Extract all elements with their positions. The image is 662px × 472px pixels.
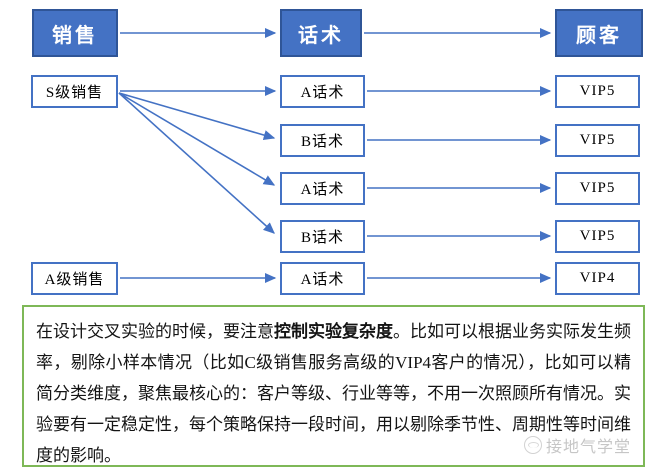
node-vip4: VIP4 [555,262,640,295]
node-vip5-3: VIP5 [555,172,640,205]
watermark: 接地气学堂 [523,433,631,457]
note-seg-1: 在设计交叉实验的时候，要注意 [36,322,274,341]
node-script-b-2: B话术 [280,124,365,157]
header-script: 话术 [280,9,362,57]
node-vip5-4: VIP5 [555,220,640,253]
node-a-level-sales: A级销售 [31,262,118,295]
node-script-a-5: A话术 [280,262,365,295]
node-vip5-1: VIP5 [555,75,640,108]
note-text: 在设计交叉实验的时候，要注意控制实验复杂度。比如可以根据业务实际发生频率，剔除小… [36,316,631,471]
note-panel: 在设计交叉实验的时候，要注意控制实验复杂度。比如可以根据业务实际发生频率，剔除小… [22,305,645,467]
node-vip5-2: VIP5 [555,124,640,157]
node-s-level-sales: S级销售 [31,75,118,108]
connector-ssales-b4 [118,92,275,234]
connector-ssales-b2 [118,92,276,141]
header-customer: 顾客 [555,9,643,57]
watermark-logo-icon [523,436,542,454]
header-sales: 销售 [32,9,118,57]
watermark-label: 接地气学堂 [545,439,631,456]
connector-arrows [118,27,552,284]
note-seg-3: 。比如可以根据业务实际发生频率，剔除小样本情况（比如C级销售服务高级的VIP4客… [36,322,631,465]
connector-ssales-a3 [118,92,276,186]
node-script-a-3: A话术 [280,172,365,205]
node-script-b-4: B话术 [280,220,365,253]
note-seg-bold: 控制实验复杂度 [274,322,393,341]
node-script-a-1: A话术 [280,75,365,108]
